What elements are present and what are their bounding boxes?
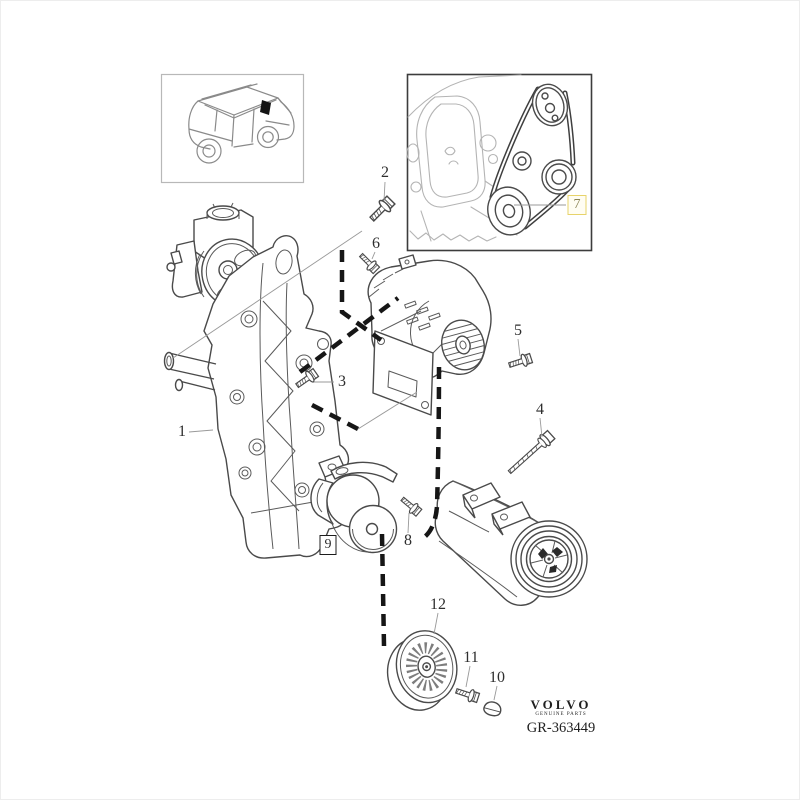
compressor-clutch-face [529, 539, 569, 579]
callout-8: 8 [404, 532, 412, 549]
belt-routing-thumbnail [406, 73, 593, 252]
drive-belt-and-pulleys [487, 83, 577, 236]
callout-5: 5 [514, 322, 522, 339]
callout-leader-lines [172, 181, 543, 701]
callout-12: 12 [430, 596, 446, 613]
belt-tensioner [310, 461, 398, 554]
figure-code: GR-363449 [526, 720, 596, 736]
engine-illustration [406, 74, 522, 242]
callout-11: 11 [463, 649, 479, 666]
bolt-2 [365, 194, 397, 226]
vehicle-location-thumbnail [160, 73, 305, 184]
callout-1: 1 [178, 423, 186, 440]
ac-compressor [434, 480, 588, 606]
brand-logo: VOLVO [530, 697, 592, 712]
vehicle-illustration [188, 83, 295, 164]
alternator [367, 254, 492, 416]
assembly-dash-lines [298, 250, 442, 647]
brand-block: VOLVO GENUINE PARTS GR-363449 [515, 698, 607, 737]
idler-pulley [386, 630, 458, 711]
bolt-6 [356, 250, 382, 276]
callout-10: 10 [489, 669, 505, 686]
callout-3: 3 [338, 373, 346, 390]
engine-location-marker [260, 100, 271, 115]
bolt-8 [397, 493, 424, 518]
bolt-11 [453, 684, 481, 705]
callout-4: 4 [536, 401, 544, 418]
cap-nut-10 [483, 701, 502, 717]
bolt-4 [507, 429, 556, 475]
callout-9[interactable]: 9 [319, 535, 337, 555]
callout-7[interactable]: 7 [567, 195, 587, 215]
callout-2: 2 [381, 164, 389, 181]
vehicle-thumbnail-frame [160, 73, 305, 184]
alternator-pulley [441, 319, 485, 371]
brand-subtitle: GENUINE PARTS [535, 712, 587, 717]
callout-6: 6 [372, 235, 380, 252]
